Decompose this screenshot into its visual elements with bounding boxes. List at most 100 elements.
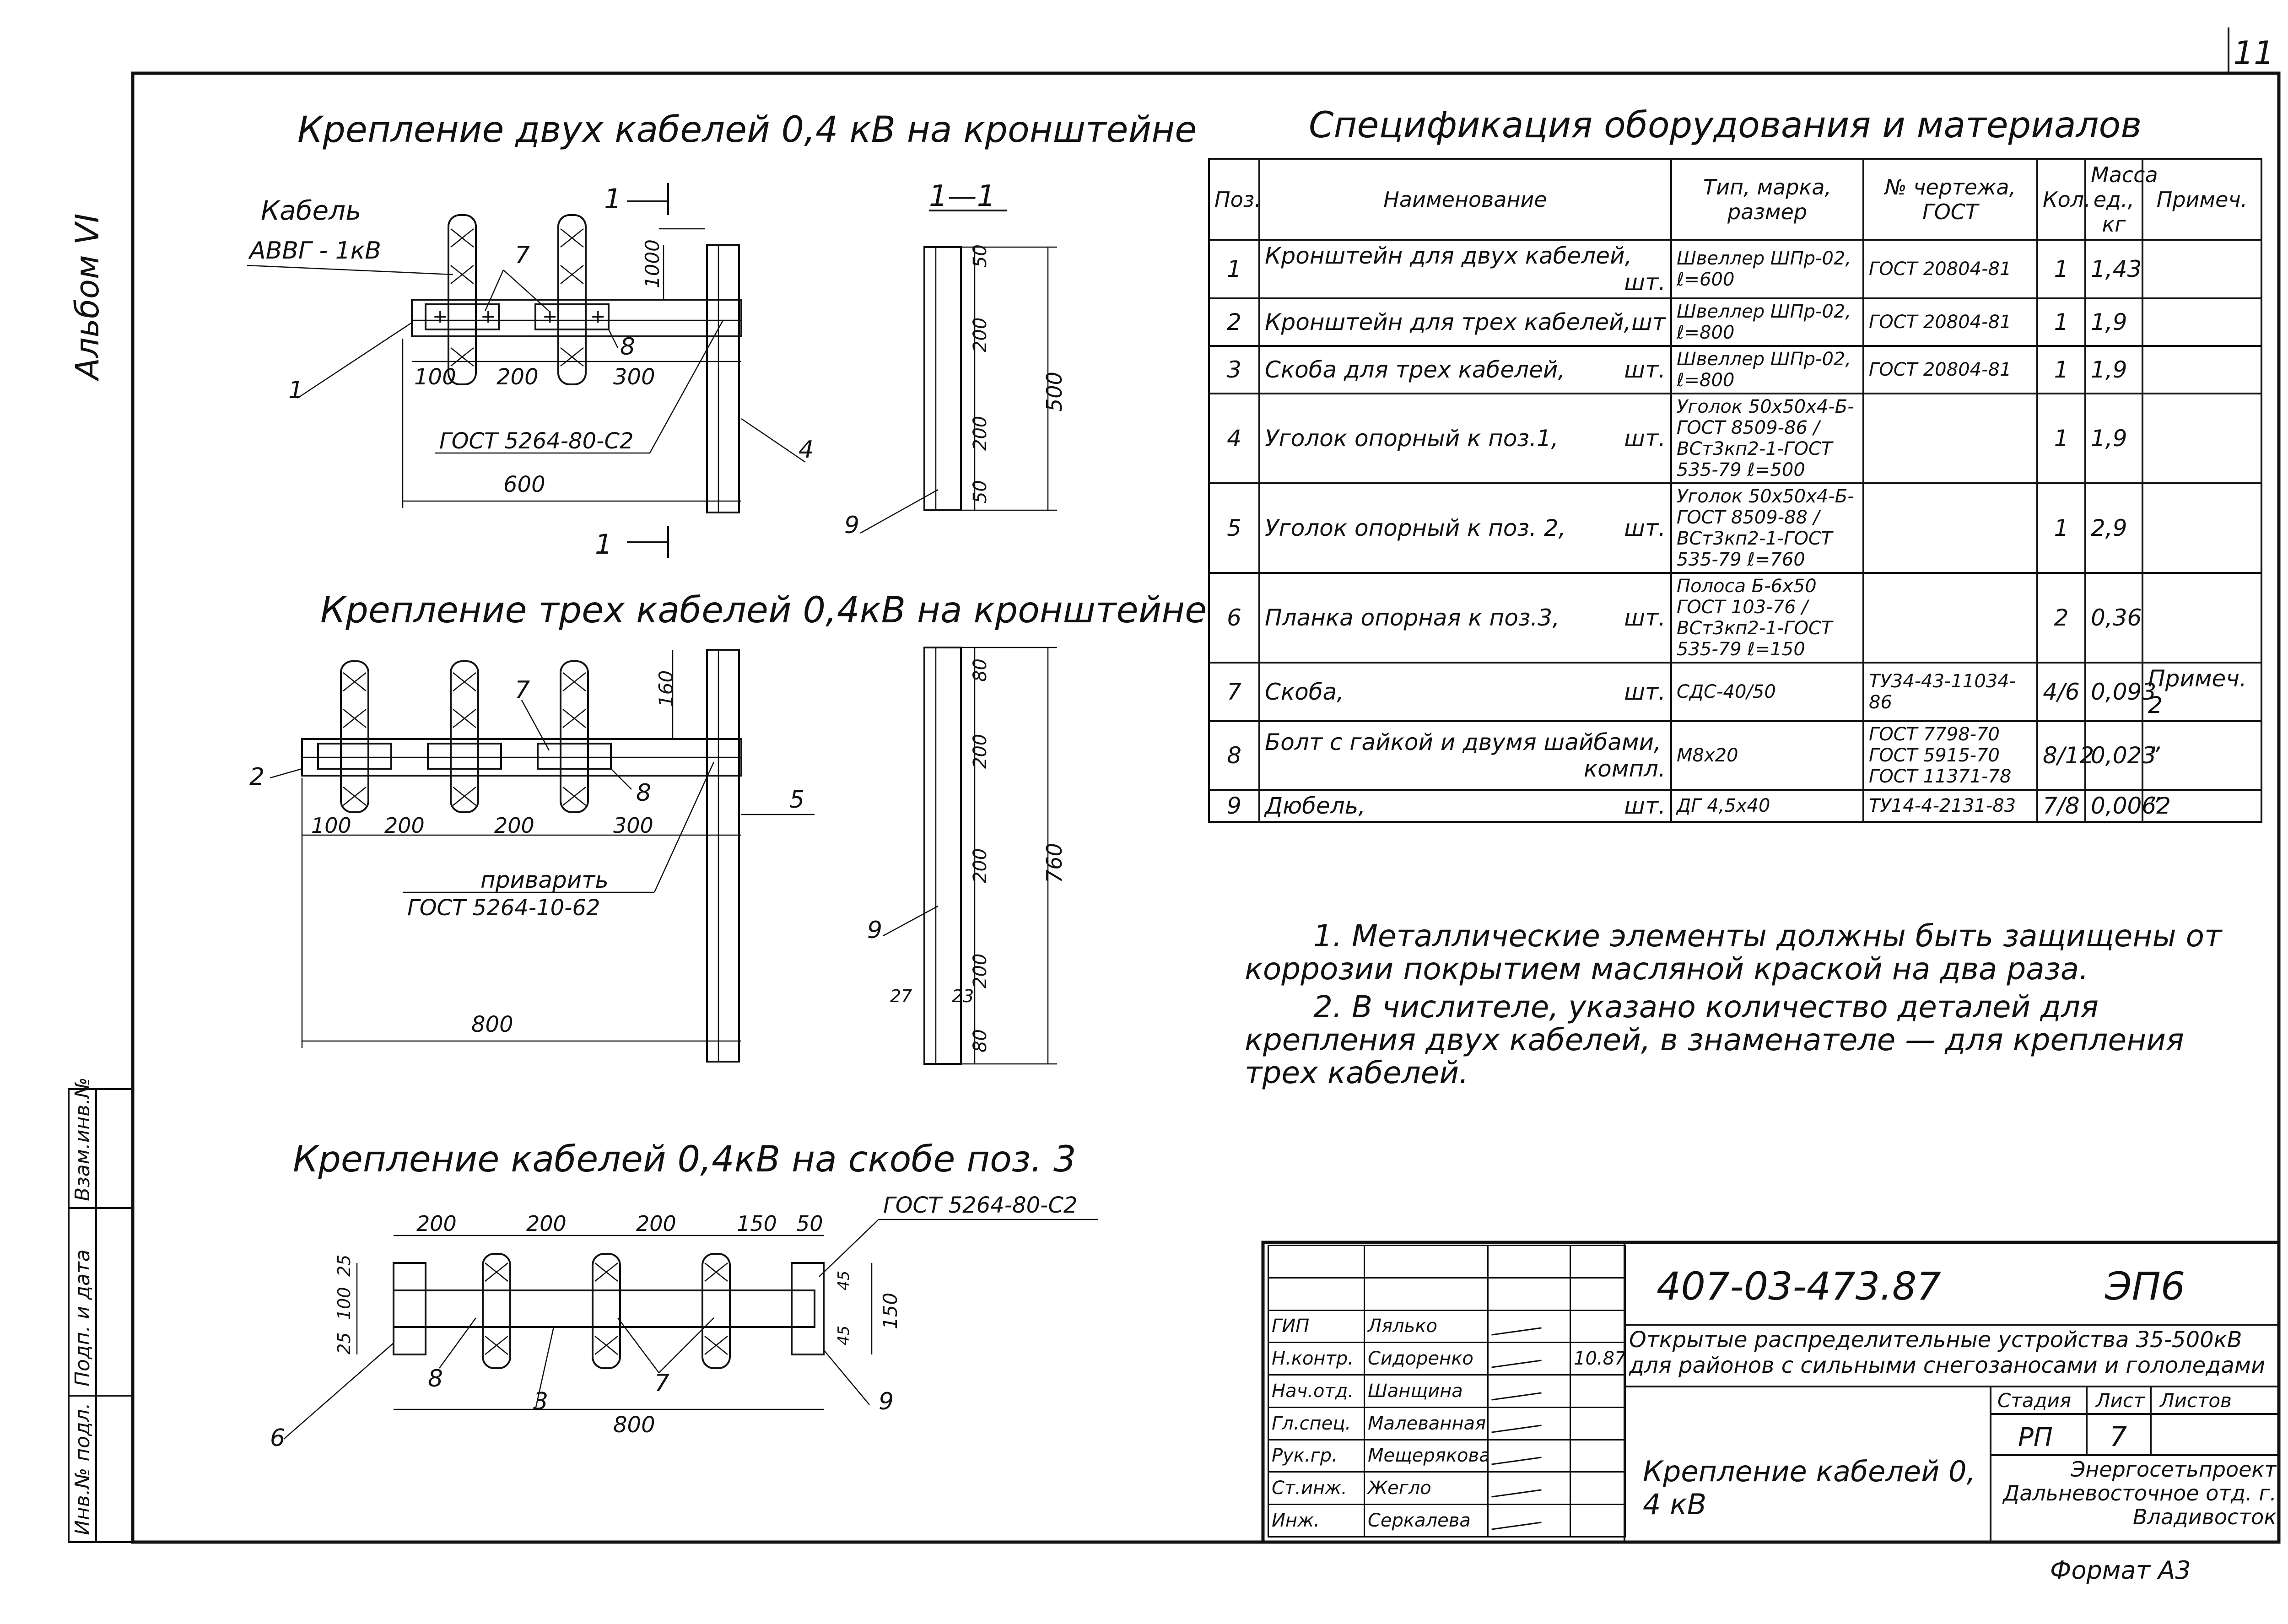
spec-cell-name: Уголок опорный к поз. 2,шт. — [1258, 482, 1672, 574]
spec-cell-type: Швеллер ШПр-02, ℓ=600 — [1670, 239, 1864, 299]
stamp-podp-data: Подп. и дата — [71, 1249, 94, 1387]
spec-cell-doc: ГОСТ 20804-81 — [1862, 345, 2038, 394]
svg-text:+: + — [432, 306, 448, 327]
spec-cell-type: СДС-40/50 — [1670, 662, 1864, 722]
spec-cell-qty: 7/8 — [2036, 789, 2086, 823]
spec-item-name: Планка опорная к поз.3, — [1265, 604, 1560, 631]
view2-callout-7: 7 — [515, 676, 530, 704]
spec-cell-type: Швеллер ШПр-02, ℓ=800 — [1670, 297, 1864, 347]
section1-profile — [923, 246, 962, 511]
section1-dim-50a: 50 — [970, 244, 991, 268]
view2-dim-160: 160 — [655, 670, 677, 707]
spec-cell-mass: 0,36 — [2084, 572, 2143, 664]
tb-signature — [1487, 1439, 1571, 1473]
view2-weld-note: приварить — [480, 867, 609, 893]
spec-cell-type: Уголок 50х50х4-Б-ГОСТ 8509-86 / ВСт3кп2-… — [1670, 393, 1864, 484]
title-block-blank-cell — [1570, 1245, 1626, 1279]
tb-role: Н.контр. — [1268, 1342, 1365, 1376]
tb-drawing-title: Крепление кабелей 0, 4 кВ — [1643, 1455, 1976, 1521]
title-block-blank-row — [1268, 1277, 1626, 1311]
view3-dim-200a: 200 — [416, 1211, 457, 1236]
view-three-cables: Крепление трех кабелей 0,4кВ на кронштей… — [249, 590, 1207, 1063]
tb-date — [1570, 1374, 1626, 1408]
tb-role: Инж. — [1268, 1504, 1365, 1538]
view1-gost: ГОСТ 5264-80-С2 — [439, 428, 634, 454]
spec-cell-note — [2142, 345, 2262, 394]
svg-text:+: + — [590, 306, 606, 327]
tb-person: Малеванная — [1364, 1406, 1489, 1441]
tb-person: Жегло — [1364, 1471, 1489, 1505]
section2-dim-200c: 200 — [970, 954, 991, 988]
view-clamp: Крепление кабелей 0,4кВ на скобе поз. 3 … — [270, 1139, 1098, 1452]
tb-date — [1570, 1309, 1626, 1343]
tb-sheet-code: ЭП6 — [2105, 1264, 2185, 1309]
section-mark: 1—1 — [929, 179, 995, 213]
spec-cell-name: Кронштейн для трех кабелей,шт — [1258, 297, 1672, 347]
spec-item-name: Кронштейн для трех кабелей, — [1265, 309, 1631, 335]
support-plate-left — [393, 1262, 426, 1355]
spec-cell-mass: 2,9 — [2084, 482, 2143, 574]
spec-item-name: Болт с гайкой и двумя шайбами, — [1265, 729, 1662, 755]
tb-person: Мещерякова — [1364, 1439, 1489, 1473]
cable-8 — [702, 1253, 731, 1369]
title-block-role-row: Инж.Серкалева — [1268, 1504, 1626, 1538]
spec-item-unit: шт. — [1624, 604, 1666, 631]
spec-cell-type: М8х20 — [1670, 720, 1864, 791]
spec-item-name: Дюбель, — [1265, 793, 1366, 819]
section1-dim-200b: 200 — [970, 416, 991, 451]
view3-dim-200b: 200 — [526, 1211, 567, 1236]
spec-cell-doc: ТУ34-43-11034-86 — [1862, 662, 2038, 722]
spec-cell-mass: 1,43 — [2084, 239, 2143, 299]
spec-cell-qty: 1 — [2036, 239, 2086, 299]
title-block-blank-row — [1268, 1245, 1626, 1279]
spec-col-mass: Масса ед., кг — [2084, 158, 2158, 241]
view1-cable-type: АВВГ - 1кВ — [248, 237, 381, 264]
tb-date — [1570, 1439, 1626, 1473]
sheet-number: 11 — [2233, 34, 2274, 72]
spec-cell-pos: 9 — [1208, 789, 1260, 823]
view1-callout-1: 1 — [288, 377, 303, 404]
spec-item-name: Уголок опорный к поз. 2, — [1265, 515, 1566, 541]
spec-cell-note — [2142, 393, 2262, 484]
view1-callout-8: 8 — [620, 333, 635, 361]
view2-dim-300: 300 — [613, 813, 653, 838]
tb-sheet: 7 — [2110, 1421, 2127, 1453]
svg-text:+: + — [480, 306, 496, 327]
tb-role: ГИП — [1268, 1309, 1365, 1343]
cable-6 — [482, 1253, 511, 1369]
spec-table: Поз. Наименование Тип, марка, размер № ч… — [1208, 158, 2262, 823]
view3-dim-800: 800 — [613, 1412, 655, 1438]
spec-cell-name: Дюбель,шт. — [1258, 789, 1672, 823]
bracket-channel-600 — [411, 299, 742, 337]
view1-dim-100: 100 — [414, 364, 456, 390]
spec-cell-name: Скоба,шт. — [1258, 662, 1672, 722]
tb-sheets-label: Листов — [2159, 1389, 2232, 1412]
title-block-blank-cell — [1364, 1245, 1489, 1279]
section1-callout-9: 9 — [844, 512, 859, 539]
tb-role: Рук.гр. — [1268, 1439, 1365, 1473]
view3-gost: ГОСТ 5264-80-С2 — [883, 1192, 1078, 1218]
view3-callout-6: 6 — [270, 1424, 285, 1452]
section2-dim-23: 23 — [952, 986, 974, 1006]
tb-signature — [1487, 1471, 1571, 1505]
spec-cell-mass: 0,0062 — [2084, 789, 2171, 823]
spec-cell-pos: 6 — [1208, 572, 1260, 664]
view3-title: Крепление кабелей 0,4кВ на скобе поз. 3 — [293, 1139, 1076, 1180]
cable-1 — [448, 214, 477, 385]
view1-dim-300: 300 — [613, 364, 655, 390]
cable-7 — [592, 1253, 621, 1369]
view1-dim-200: 200 — [496, 364, 539, 390]
spec-col-qty: Кол. — [2036, 158, 2091, 241]
view2-callout-2: 2 — [249, 763, 264, 791]
tb-date — [1570, 1406, 1626, 1441]
section2-dim-760: 760 — [1042, 843, 1067, 883]
view3-dim-50: 50 — [796, 1211, 823, 1236]
spec-item-unit: шт — [1631, 309, 1666, 335]
section1-dim-50b: 50 — [970, 480, 991, 503]
spec-item-unit: шт. — [1624, 269, 1666, 296]
